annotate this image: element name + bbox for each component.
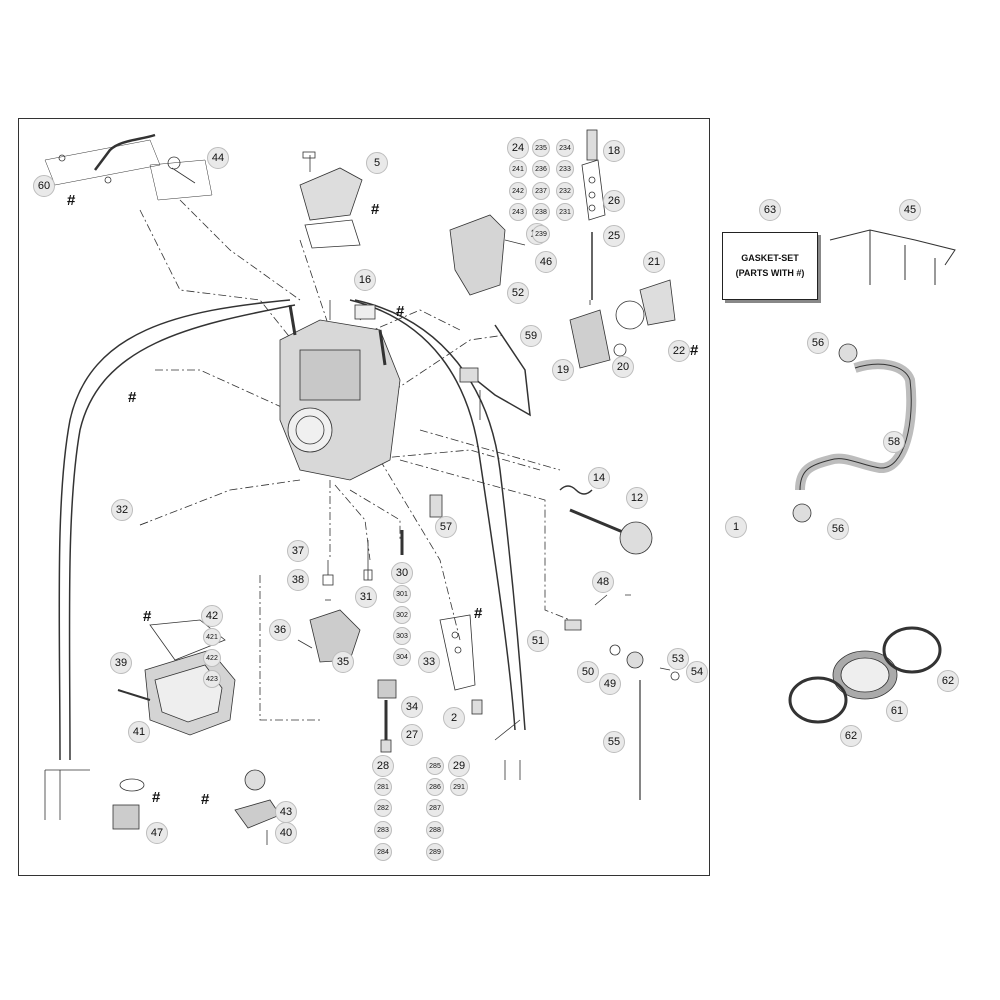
part-sub-callout: 289 [426, 843, 444, 861]
part-callout: 54 [686, 661, 708, 683]
part-callout: 48 [592, 571, 614, 593]
part-callout: 59 [520, 325, 542, 347]
part-sub-callout: 286 [426, 778, 444, 796]
part-callout: 63 [759, 199, 781, 221]
part-callout: 45 [899, 199, 921, 221]
part-callout: 19 [552, 359, 574, 381]
gasket-hash-mark: # [67, 192, 76, 209]
part-callout: 55 [603, 731, 625, 753]
part-sub-callout: 237 [532, 182, 550, 200]
part-sub-callout: 232 [556, 182, 574, 200]
gasket-hash-mark: # [690, 342, 699, 359]
part-callout: 38 [287, 569, 309, 591]
part-callout: 60 [33, 175, 55, 197]
part-callout: 1 [725, 516, 747, 538]
part-callout: 40 [275, 822, 297, 844]
part-sub-callout: 284 [374, 843, 392, 861]
part-sub-callout: 234 [556, 139, 574, 157]
part-sub-callout: 303 [393, 627, 411, 645]
part-sub-callout: 287 [426, 799, 444, 817]
part-callout: 51 [527, 630, 549, 652]
part-callout: 39 [110, 652, 132, 674]
gasket-set-subtitle: (PARTS WITH #) [735, 268, 805, 278]
part-callout: 20 [612, 356, 634, 378]
part-callout: 2 [443, 707, 465, 729]
part-sub-callout: 291 [450, 778, 468, 796]
part-sub-callout: 281 [374, 778, 392, 796]
gasket-hash-mark: # [201, 791, 210, 808]
gasket-hash-mark: # [474, 605, 483, 622]
part-callout: 58 [883, 431, 905, 453]
part-callout: 14 [588, 467, 610, 489]
part-callout: 52 [507, 282, 529, 304]
part-sub-callout: 282 [374, 799, 392, 817]
part-callout: 50 [577, 661, 599, 683]
part-sub-callout: 239 [532, 225, 550, 243]
part-sub-callout: 421 [203, 628, 221, 646]
gasket-hash-mark: # [143, 608, 152, 625]
part-callout: 34 [401, 696, 423, 718]
part-callout: 21 [643, 251, 665, 273]
part-callout: 46 [535, 251, 557, 273]
gasket-hash-mark: # [128, 389, 137, 406]
part-callout: 25 [603, 225, 625, 247]
part-callout: 56 [827, 518, 849, 540]
part-sub-callout: 238 [532, 203, 550, 221]
gasket-set-title: GASKET-SET [741, 253, 799, 263]
part-callout: 31 [355, 586, 377, 608]
part-callout: 33 [418, 651, 440, 673]
part-callout: 43 [275, 801, 297, 823]
part-callout: 5 [366, 152, 388, 174]
part-callout: 24 [507, 137, 529, 159]
part-callout: 41 [128, 721, 150, 743]
part-sub-callout: 231 [556, 203, 574, 221]
part-sub-callout: 235 [532, 139, 550, 157]
part-callout: 47 [146, 822, 168, 844]
part-callout: 61 [886, 700, 908, 722]
part-sub-callout: 285 [426, 757, 444, 775]
part-callout: 27 [401, 724, 423, 746]
gasket-hash-mark: # [396, 303, 405, 320]
part-sub-callout: 233 [556, 160, 574, 178]
part-callout: 22 [668, 340, 690, 362]
part-callout: 29 [448, 755, 470, 777]
part-callout: 53 [667, 648, 689, 670]
part-callout: 30 [391, 562, 413, 584]
part-callout: 32 [111, 499, 133, 521]
part-callout: 28 [372, 755, 394, 777]
part-callout: 62 [840, 725, 862, 747]
part-callout: 12 [626, 487, 648, 509]
part-callout: 35 [332, 651, 354, 673]
part-callout: 62 [937, 670, 959, 692]
part-sub-callout: 423 [203, 670, 221, 688]
diagram-frame [18, 118, 710, 876]
part-sub-callout: 243 [509, 203, 527, 221]
gasket-set-box: GASKET-SET (PARTS WITH #) [722, 232, 818, 300]
part-callout: 42 [201, 605, 223, 627]
gasket-hash-mark: # [152, 789, 161, 806]
part-callout: 49 [599, 673, 621, 695]
part-callout: 57 [435, 516, 457, 538]
part-sub-callout: 301 [393, 585, 411, 603]
part-callout: 36 [269, 619, 291, 641]
part-sub-callout: 236 [532, 160, 550, 178]
part-callout: 26 [603, 190, 625, 212]
part-sub-callout: 242 [509, 182, 527, 200]
part-sub-callout: 283 [374, 821, 392, 839]
part-callout: 18 [603, 140, 625, 162]
part-callout: 37 [287, 540, 309, 562]
gasket-hash-mark: # [371, 201, 380, 218]
part-sub-callout: 288 [426, 821, 444, 839]
part-sub-callout: 422 [203, 649, 221, 667]
part-callout: 44 [207, 147, 229, 169]
part-callout: 16 [354, 269, 376, 291]
part-sub-callout: 302 [393, 606, 411, 624]
part-callout: 56 [807, 332, 829, 354]
part-sub-callout: 304 [393, 648, 411, 666]
part-sub-callout: 241 [509, 160, 527, 178]
